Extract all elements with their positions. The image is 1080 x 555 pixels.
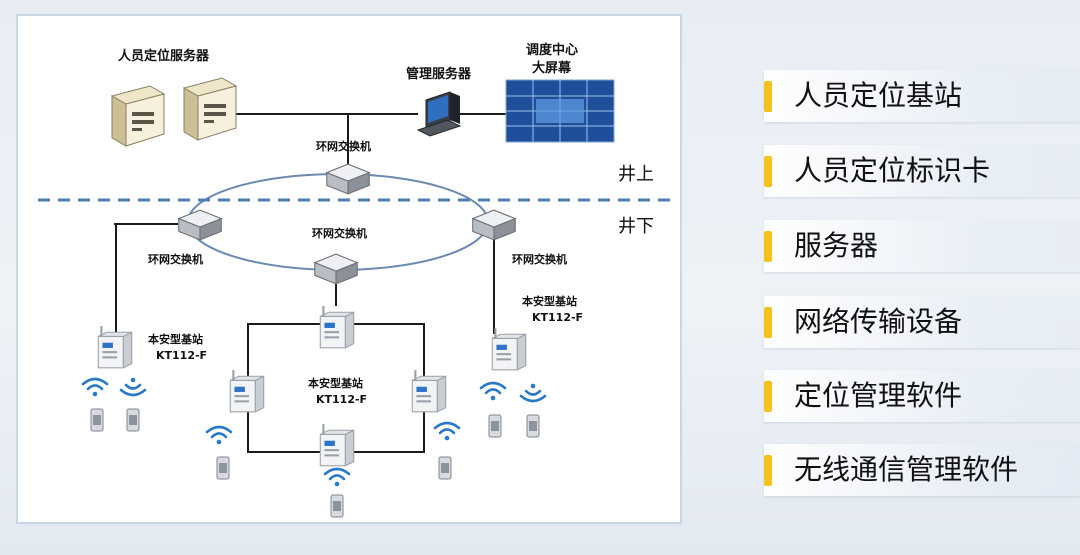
legend-item: 人员定位标识卡	[764, 145, 1080, 197]
label-management-server: 管理服务器	[406, 67, 472, 82]
label-positioning-server: 人员定位服务器	[118, 49, 210, 64]
legend-marker	[764, 381, 772, 412]
label-below-ground: 井下	[618, 216, 654, 237]
label-switch-center: 环网交换机	[312, 227, 367, 240]
label-base-station-left-model: KT112-F	[156, 349, 208, 362]
base-station-mid-right	[411, 370, 447, 413]
wifi-icon	[119, 376, 147, 397]
legend-item-label: 人员定位基站	[794, 79, 963, 112]
connection-lines	[114, 113, 508, 453]
legend-marker	[764, 455, 772, 486]
label-above-ground: 井上	[618, 164, 654, 185]
wifi-icon	[519, 382, 547, 403]
label-base-station-right-model: KT112-F	[532, 311, 584, 324]
legend-item: 无线通信管理软件	[764, 444, 1080, 496]
base-station-right	[491, 328, 527, 371]
wifi-icon	[433, 421, 461, 442]
legend-item-label: 定位管理软件	[794, 379, 963, 412]
wifi-icon	[81, 377, 109, 398]
legend-item-label: 网络传输设备	[794, 305, 963, 338]
label-dispatch-center: 调度中心	[526, 43, 579, 58]
label-base-station-center: 本安型基站	[308, 377, 363, 390]
legend-item: 人员定位基站	[764, 70, 1080, 122]
legend-item-label: 服务器	[794, 229, 879, 262]
label-dispatch-screen: 大屏幕	[532, 61, 572, 76]
id-card-icon	[488, 414, 502, 438]
base-station-top	[319, 306, 355, 349]
ring-switch-center	[314, 253, 358, 285]
legend-marker	[764, 231, 772, 262]
id-card-icon	[438, 456, 452, 480]
ring-switch-left	[178, 209, 222, 241]
legend-item: 定位管理软件	[764, 370, 1080, 422]
management-server-icon	[416, 91, 462, 137]
label-base-station-left: 本安型基站	[148, 333, 203, 346]
legend-item-label: 无线通信管理软件	[794, 453, 1019, 486]
wifi-icon	[323, 467, 351, 488]
id-card-icon	[216, 456, 230, 480]
ring-switch-right	[472, 209, 516, 241]
legend-marker	[764, 307, 772, 338]
legend-item-label: 人员定位标识卡	[794, 154, 991, 187]
label-switch-top: 环网交换机	[316, 140, 371, 153]
id-card-icon	[526, 414, 540, 438]
server-icon	[110, 85, 166, 147]
legend-item: 网络传输设备	[764, 296, 1080, 348]
network-diagram-panel: 人员定位服务器 管理服务器 调度中心 大屏幕 环网交换机 环网交换机 环网交换机…	[16, 14, 682, 524]
id-card-icon	[330, 494, 344, 518]
label-switch-right: 环网交换机	[512, 253, 567, 266]
server-icon	[182, 77, 238, 141]
legend-marker	[764, 81, 772, 112]
id-card-icon	[126, 408, 140, 432]
network-diagram-svg	[38, 77, 678, 518]
base-station-mid-left	[229, 370, 265, 413]
label-base-station-center-model: KT112-F	[316, 393, 368, 406]
ring-switch-top	[326, 163, 370, 195]
label-base-station-right: 本安型基站	[522, 295, 577, 308]
label-switch-left: 环网交换机	[148, 253, 203, 266]
dispatch-screen-icon	[505, 79, 615, 143]
positioning-server-group	[110, 77, 238, 147]
base-station-bottom	[319, 424, 355, 467]
legend-marker	[764, 156, 772, 187]
wifi-icon	[205, 425, 233, 446]
id-card-icon	[90, 408, 104, 432]
base-station-left	[97, 326, 133, 369]
wifi-icon	[479, 381, 507, 402]
legend-item: 服务器	[764, 220, 1080, 272]
